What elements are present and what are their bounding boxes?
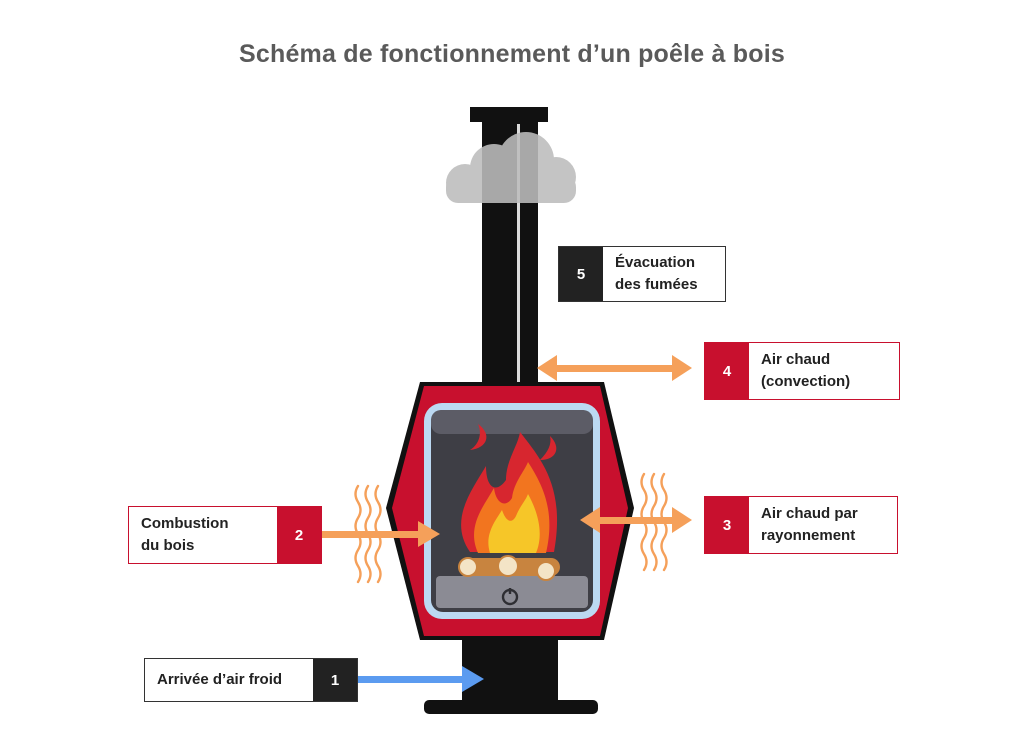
chimney-cap (470, 107, 548, 122)
wood-logs-icon (458, 555, 560, 581)
smoke-cloud (446, 132, 576, 203)
label-number: 3 (705, 497, 749, 553)
convection-arrow (537, 355, 692, 381)
fire-icon (461, 424, 558, 553)
stove-foot (424, 700, 598, 714)
label-number: 5 (559, 247, 603, 301)
label-number: 1 (313, 659, 357, 701)
chimney-highlight (517, 124, 520, 386)
cold-air-arrow (358, 666, 484, 692)
label-text: Évacuation des fumées (615, 254, 698, 293)
label-number: 4 (705, 343, 749, 399)
combustion-arrow (322, 521, 440, 547)
label-text: Air chaud (convection) (761, 351, 851, 390)
ash-drawer (436, 576, 588, 608)
stove-window-top (431, 410, 593, 434)
label-cold-air-inlet: 1 Arrivée d’air froid (144, 658, 358, 702)
label-text: Combustion du bois (141, 515, 229, 554)
stove-base (462, 636, 558, 706)
label-convection: 4 Air chaud (convection) (704, 342, 900, 400)
label-radiation: 3 Air chaud par rayonnement (704, 496, 898, 554)
label-text: Air chaud par rayonnement (761, 505, 858, 544)
radiation-arrow (580, 507, 692, 533)
label-combustion: 2 Combustion du bois (128, 506, 322, 564)
label-number: 2 (277, 507, 321, 563)
label-text: Arrivée d’air froid (157, 671, 283, 689)
label-smoke-exhaust: 5 Évacuation des fumées (558, 246, 726, 302)
diagram-title: Schéma de fonctionnement d’un poêle à bo… (239, 40, 785, 68)
